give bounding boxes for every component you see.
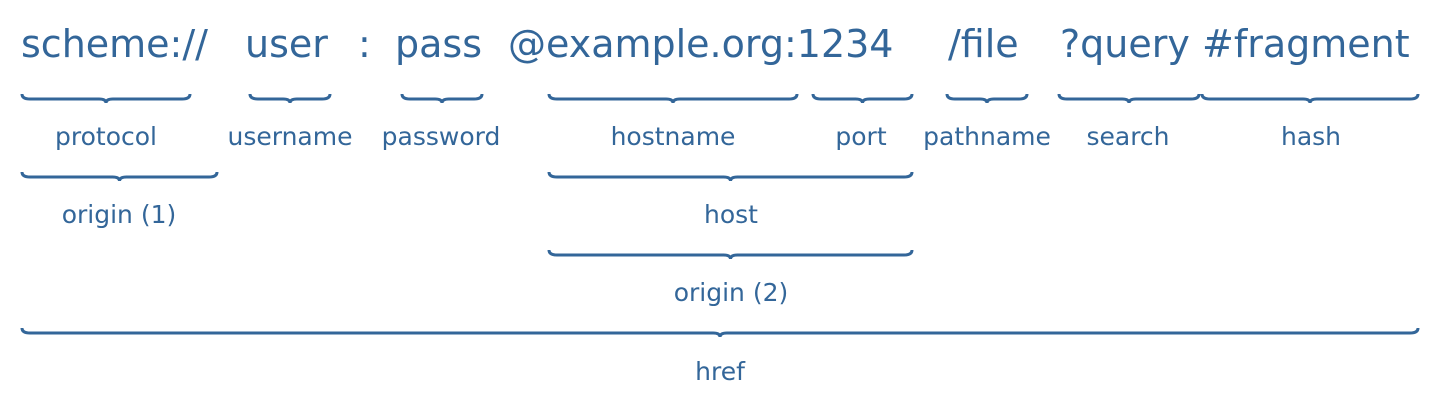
part-label: host xyxy=(704,200,758,229)
part-label: port xyxy=(835,122,887,151)
url-part: ?query xyxy=(1060,22,1190,66)
part-label: password xyxy=(381,122,501,151)
part-label: hash xyxy=(1280,122,1342,151)
brace-icon xyxy=(945,93,1029,104)
part-label: origin (2) xyxy=(673,278,789,307)
brace-icon xyxy=(1200,93,1420,104)
brace-icon xyxy=(547,93,799,104)
url-part: user xyxy=(245,22,328,66)
part-label: pathname xyxy=(923,122,1051,151)
brace-icon xyxy=(400,93,484,104)
url-part: : xyxy=(358,22,371,66)
url-part: @example.org:1234 xyxy=(508,22,894,66)
brace-icon xyxy=(811,93,914,104)
url-part: scheme:// xyxy=(21,22,208,66)
brace-icon xyxy=(547,171,914,182)
url-part: #fragment xyxy=(1202,22,1410,66)
part-label: hostname xyxy=(610,122,736,151)
part-label: origin (1) xyxy=(61,200,177,229)
part-label: protocol xyxy=(55,122,157,151)
url-part: pass xyxy=(395,22,483,66)
part-label: username xyxy=(227,122,353,151)
brace-icon xyxy=(20,171,219,182)
brace-icon xyxy=(248,93,332,104)
url-part: /file xyxy=(948,22,1019,66)
brace-icon xyxy=(1057,93,1201,104)
part-label: search xyxy=(1086,122,1170,151)
brace-icon xyxy=(20,93,192,104)
part-label: href xyxy=(695,357,745,386)
brace-icon xyxy=(20,327,1420,338)
brace-icon xyxy=(547,249,914,260)
